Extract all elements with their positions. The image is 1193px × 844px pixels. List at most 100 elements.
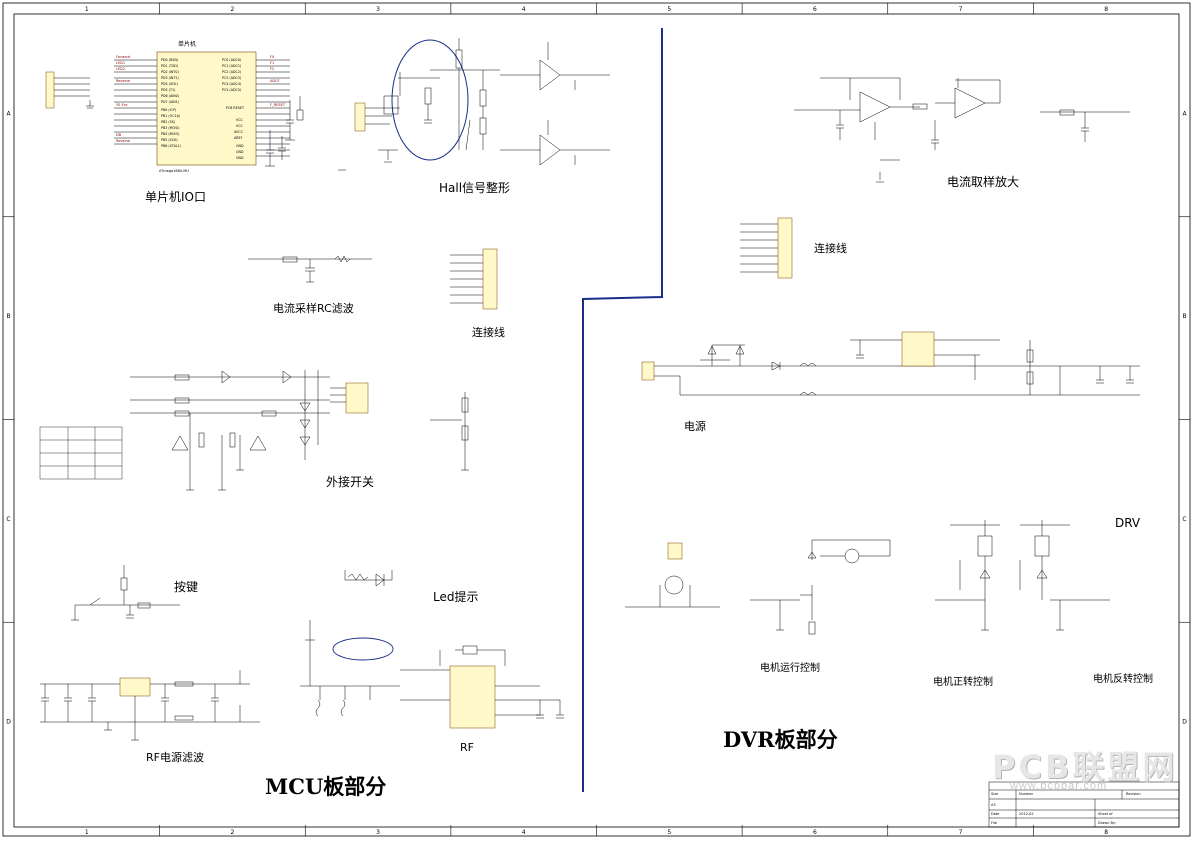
frame-row-label: A — [1182, 110, 1187, 117]
button-circuit — [71, 565, 180, 621]
section-label-led: Led提示 — [433, 590, 479, 604]
mcu-title: 单片机 — [178, 40, 196, 48]
connector-p1 — [45, 71, 94, 109]
external-switch-circuit — [130, 370, 369, 491]
frame-column-label: 4 — [522, 6, 526, 13]
section-label-motor-run: 电机运行控制 — [760, 663, 820, 674]
svg-text:ADCF: ADCF — [270, 79, 280, 83]
svg-text:PB3 (MOSI): PB3 (MOSI) — [161, 126, 179, 130]
frame-column-label: 8 — [1104, 829, 1108, 836]
svg-text:PD5 (T1): PD5 (T1) — [161, 88, 175, 92]
svg-text:GND: GND — [236, 144, 244, 148]
svg-text:PB4 (MISO): PB4 (MISO) — [161, 132, 179, 136]
frame-column-label: 2 — [231, 6, 235, 13]
svg-text:Revision: Revision — [1126, 792, 1141, 796]
svg-text:Y0 Enc: Y0 Enc — [116, 103, 128, 107]
frame-column-label: 1 — [85, 829, 89, 836]
frame-column-label: 5 — [667, 6, 671, 13]
svg-text:A3: A3 — [991, 803, 996, 807]
svg-text:PB6 (XTAL1): PB6 (XTAL1) — [161, 144, 181, 148]
switch-truth-table — [39, 426, 123, 480]
hall-circuit — [338, 38, 610, 171]
svg-text:PC1 (ADC1): PC1 (ADC1) — [222, 64, 241, 68]
frame-row-label: B — [6, 313, 10, 320]
svg-text:Forward: Forward — [116, 55, 130, 59]
rc-filter-circuit — [248, 255, 372, 283]
svg-text:AREF: AREF — [234, 136, 243, 140]
frame-column-label: 6 — [813, 6, 817, 13]
section-label-connector-right: 连接线 — [814, 242, 847, 255]
rf-circuit — [300, 620, 564, 729]
svg-text:PD0 (RXD): PD0 (RXD) — [161, 58, 178, 62]
svg-text:Reverse: Reverse — [116, 79, 130, 83]
svg-text:Size: Size — [991, 792, 998, 796]
svg-text:Date: Date — [991, 812, 999, 816]
frame-column-label: 2 — [231, 829, 235, 836]
svg-text:PC4 (ADC4): PC4 (ADC4) — [222, 82, 241, 86]
svg-text:AVCC: AVCC — [234, 130, 244, 134]
svg-text:PB2 (SS): PB2 (SS) — [161, 120, 175, 124]
section-label-rf-filter: RF电源滤波 — [146, 751, 204, 764]
frame-column-label: 3 — [376, 6, 380, 13]
section-label-external-switch: 外接开关 — [326, 475, 375, 489]
frame-row-label: D — [1182, 719, 1187, 726]
board-label-dvr: DVR板部分 — [723, 727, 838, 752]
svg-text:F1: F1 — [270, 61, 274, 65]
frame-row-label: C — [1182, 516, 1186, 523]
section-label-drv: DRV — [1115, 516, 1141, 530]
section-label-motor-forward: 电机正转控制 — [933, 677, 993, 688]
svg-text:2012-02: 2012-02 — [1019, 812, 1034, 816]
frame-row-label: C — [6, 516, 10, 523]
svg-text:VCC: VCC — [236, 124, 244, 128]
svg-text:Sheet of: Sheet of — [1098, 812, 1113, 816]
section-label-current-amp: 电流取样放大 — [947, 175, 1020, 189]
svg-text:DB: DB — [116, 133, 122, 137]
frame-row-label: B — [1182, 313, 1186, 320]
svg-text:PC5 (ADC5): PC5 (ADC5) — [222, 88, 241, 92]
board-label-mcu: MCU板部分 — [265, 774, 387, 799]
frame-column-label: 6 — [813, 829, 817, 836]
svg-text:PB0 (ICP): PB0 (ICP) — [161, 108, 176, 112]
svg-text:PD6 (AIN0): PD6 (AIN0) — [161, 94, 179, 98]
section-label-motor-reverse: 电机反转控制 — [1093, 674, 1153, 685]
section-label-hall: Hall信号整形 — [439, 181, 511, 195]
svg-text:PC6 RESET: PC6 RESET — [226, 106, 245, 110]
svg-text:F2: F2 — [270, 67, 274, 71]
section-label-rc-filter: 电流采样RC滤波 — [273, 302, 354, 315]
section-label-power: 电源 — [684, 420, 706, 433]
svg-text:PD4 (XCK): PD4 (XCK) — [161, 82, 178, 86]
svg-text:File: File — [991, 821, 997, 825]
frame-column-label: 3 — [376, 829, 380, 836]
frame-row-label: A — [6, 110, 11, 117]
motor-direction-circuit — [935, 520, 1110, 631]
watermark-url: www.pcbbar.com — [1010, 780, 1108, 792]
svg-text:Drawn By:: Drawn By: — [1098, 821, 1116, 825]
svg-text:F0: F0 — [270, 55, 274, 59]
section-label-button: 按键 — [174, 580, 199, 594]
svg-text:LED1: LED1 — [116, 61, 125, 65]
frame-column-label: 1 — [85, 6, 89, 13]
svg-text:Reverse: Reverse — [116, 139, 130, 143]
section-label-mcu-io: 单片机IO口 — [145, 190, 206, 204]
svg-text:VCC: VCC — [236, 118, 244, 122]
current-amp-circuit — [794, 77, 1130, 183]
mcu-part-number: ATmega168V-MU — [159, 169, 189, 173]
frame-column-label: 4 — [522, 829, 526, 836]
svg-text:PD2 (INT0): PD2 (INT0) — [161, 70, 179, 74]
svg-text:GND: GND — [236, 156, 244, 160]
title-block — [988, 781, 1180, 828]
svg-text:PC0 (ADC0): PC0 (ADC0) — [222, 58, 241, 62]
svg-text:LED2: LED2 — [116, 67, 125, 71]
mcu-decoupling — [265, 96, 304, 167]
switch-ref-divider — [430, 392, 469, 471]
svg-text:Number: Number — [1019, 792, 1034, 796]
led-circuit — [344, 570, 393, 587]
svg-text:GND: GND — [236, 150, 244, 154]
svg-text:PD1 (TXD): PD1 (TXD) — [161, 64, 178, 68]
frame-row-label: D — [6, 719, 11, 726]
svg-text:PD7 (AIN1): PD7 (AIN1) — [161, 100, 179, 104]
section-label-rf: RF — [460, 741, 474, 754]
svg-text:PD3 (INT1): PD3 (INT1) — [161, 76, 179, 80]
